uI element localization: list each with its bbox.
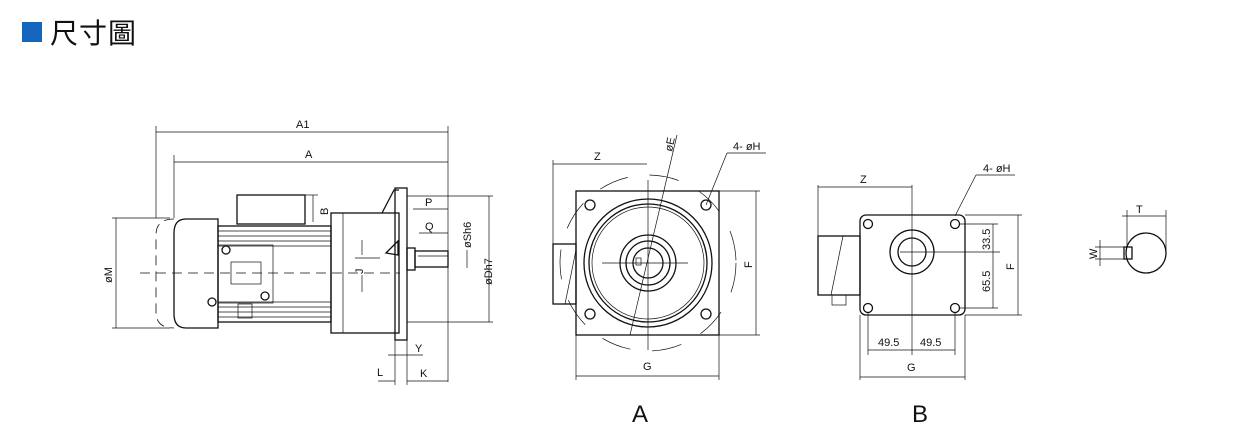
dim-m: øM [103, 267, 115, 283]
holes-b: 4- øH [983, 163, 1011, 175]
section-title: 尺寸圖 [22, 12, 137, 52]
dim-k: K [420, 368, 428, 380]
caption-a: A [632, 401, 648, 428]
side-view: A1 A B øM J P Q øSh6 [103, 119, 495, 385]
dim-a: A [305, 149, 313, 161]
dim-t: T [1136, 204, 1143, 216]
view-a: Z øE 4- øH F G A [552, 134, 766, 428]
dim-w: W [1088, 248, 1100, 259]
dim-a1: A1 [296, 119, 309, 131]
dim-d: øDh7 [483, 258, 495, 285]
dim-b: B [319, 208, 331, 215]
title-bullet-icon [22, 22, 42, 42]
title-text: 尺寸圖 [50, 17, 138, 50]
dim-49-5-right: 49.5 [920, 337, 941, 349]
holes-a: 4- øH [733, 141, 761, 153]
dim-l: L [377, 367, 383, 379]
dim-z-a: Z [594, 151, 601, 163]
dim-z-b: Z [860, 174, 867, 186]
dim-s: øSh6 [462, 222, 474, 248]
dim-49-5-left: 49.5 [878, 337, 899, 349]
dim-f-a: F [743, 261, 755, 268]
dim-p: P [425, 197, 432, 209]
view-b: Z 4- øH 49.5 49.5 G 33.5 65.5 F B [817, 163, 1022, 428]
dim-q: Q [425, 221, 434, 233]
dim-y: Y [415, 343, 423, 355]
dim-e: øE [663, 136, 678, 152]
dim-j: J [354, 269, 366, 275]
dim-g-a: G [643, 361, 652, 373]
dim-f-b: F [1005, 263, 1017, 270]
shaft-end-view: T W [1088, 204, 1167, 274]
dim-33-5: 33.5 [981, 229, 993, 250]
dim-g-b: G [907, 362, 916, 374]
caption-b: B [912, 401, 928, 428]
dim-65-5: 65.5 [981, 271, 993, 292]
